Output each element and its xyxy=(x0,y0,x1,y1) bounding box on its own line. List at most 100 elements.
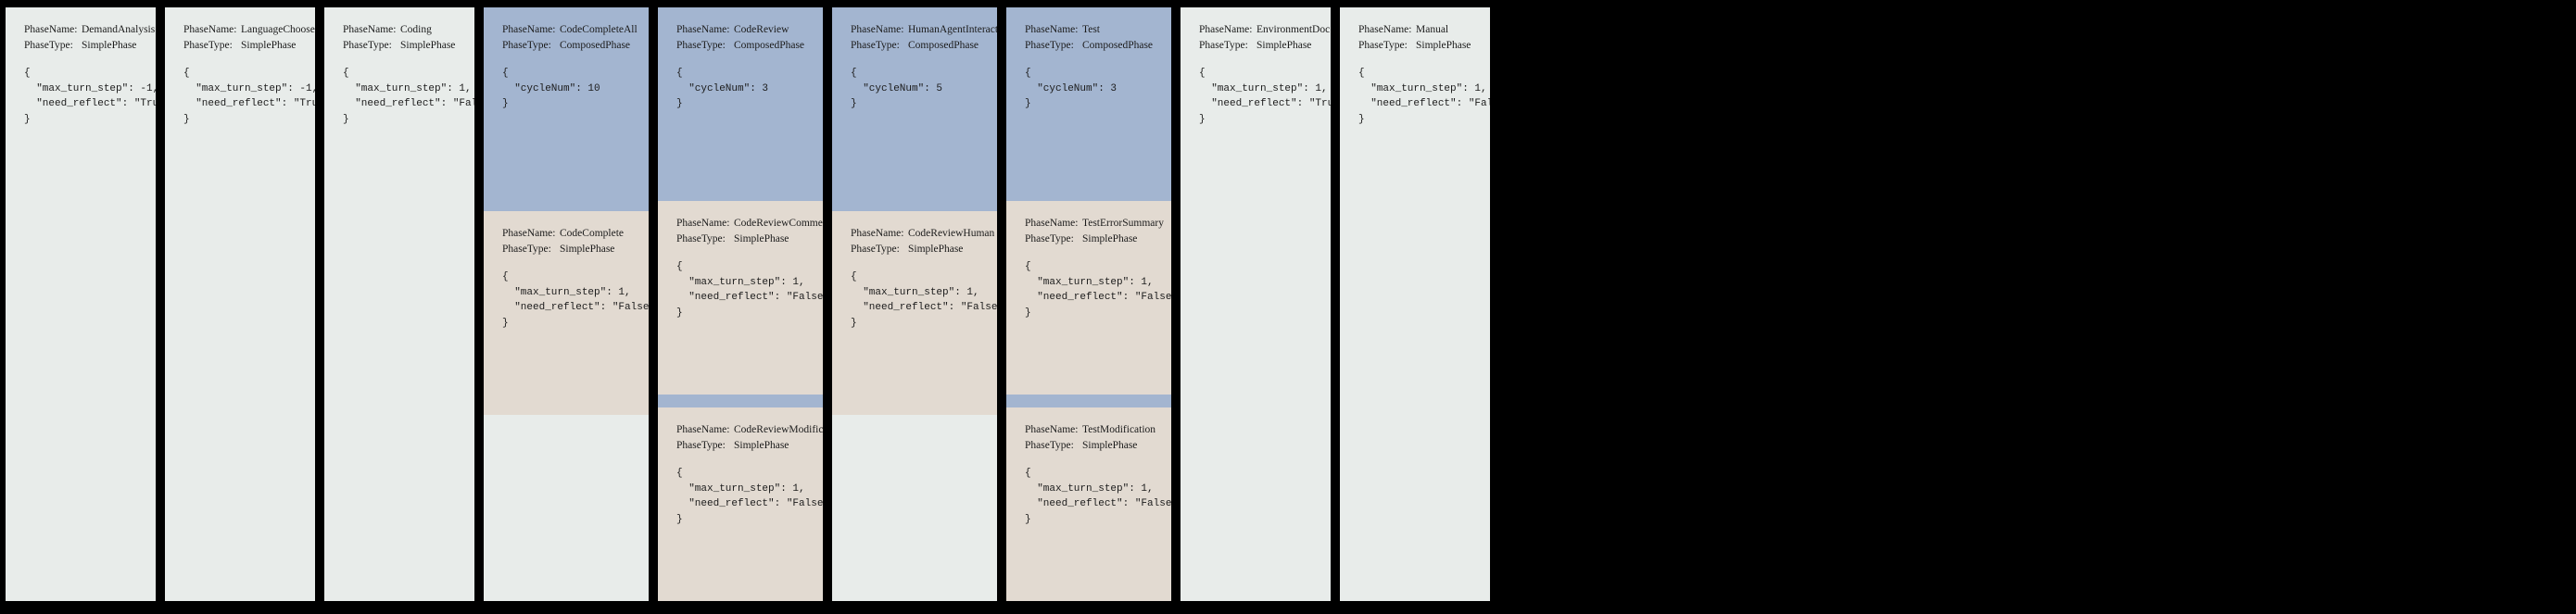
phase-type-value: SimplePhase xyxy=(734,233,789,244)
phase-name-value: Test xyxy=(1082,24,1100,35)
phase-type-label: PhaseType: xyxy=(502,40,551,51)
phase-name-label-row: PhaseName:TestModification xyxy=(1025,422,1158,438)
phase-name-label: PhaseName: xyxy=(851,228,904,239)
phase-name-value: CodeCompleteAll xyxy=(560,24,638,35)
phase-name-value: CodeReviewComment xyxy=(734,218,823,229)
phase-type-value: SimplePhase xyxy=(560,244,615,255)
phase-type-label-row: PhaseType: SimplePhase xyxy=(676,438,810,454)
phase-type-value: ComposedPhase xyxy=(1082,40,1154,51)
phase-type-label-row: PhaseType:SimplePhase xyxy=(1358,38,1477,54)
phase-config-json: { "max_turn_step": 1, "need_reflect": "F… xyxy=(1358,68,1490,125)
phase-type-value: ComposedPhase xyxy=(908,40,979,51)
phase-type-value: SimplePhase xyxy=(734,440,789,451)
phase-name-label-row: PhaseName: DemandAnalysis xyxy=(24,22,155,38)
phase-name-label: PhaseName: xyxy=(1358,24,1412,35)
phase-name-label: PhaseName: xyxy=(183,24,237,35)
phase-type-label-row: PhaseType:SimplePhase xyxy=(851,242,984,257)
phase-name-label-row: PhaseName:CodeReviewComment xyxy=(676,216,823,232)
phase-config-json: { "max_turn_step": 1, "need_reflect": "F… xyxy=(343,68,474,125)
phase-type-label-row: PhaseType:SimplePhase xyxy=(1025,232,1158,247)
phase-name-value: Coding xyxy=(400,24,432,35)
phase-config-json: { "max_turn_step": 1, "need_reflect": "F… xyxy=(1025,468,1171,525)
phase-name-label-row: PhaseName:LanguageChoose xyxy=(183,22,315,38)
phase-card-sub[interactable]: PhaseName:CodeReviewModificationPhaseTyp… xyxy=(658,407,823,601)
phase-type-label-row: PhaseType:SimplePhase xyxy=(343,38,461,54)
phase-type-value: SimplePhase xyxy=(1256,40,1312,51)
phase-config-json: { "cycleNum": 5 } xyxy=(851,68,943,109)
phase-type-label-row: PhaseType:SimplePhase xyxy=(24,38,143,54)
phase-type-label-row: PhaseType: ComposedPhase xyxy=(851,38,984,54)
phase-name-label: PhaseName: xyxy=(502,228,556,239)
phase-name-value: CodeReviewModification xyxy=(734,424,823,435)
phase-type-label: PhaseType: xyxy=(183,40,233,51)
composed-phase-divider xyxy=(1006,395,1171,407)
col-human-agent-interaction[interactable]: PhaseName:HumanAgentInteractionPhaseType… xyxy=(832,7,997,601)
phase-config-json: { "max_turn_step": -1, "need_reflect": "… xyxy=(24,68,156,125)
phase-name-label-row: PhaseName:Test xyxy=(1025,22,1158,38)
phase-name-label: PhaseName: xyxy=(24,24,78,35)
phase-name-value: CodeReview xyxy=(734,24,789,35)
phase-config-json: { "max_turn_step": 1, "need_reflect": "F… xyxy=(502,271,649,329)
phase-type-label: PhaseType: xyxy=(1025,440,1074,451)
phase-type-label: PhaseType: xyxy=(502,244,551,255)
phase-type-value: ComposedPhase xyxy=(734,40,805,51)
phase-type-label: PhaseType: xyxy=(851,40,900,51)
phase-name-label-row: PhaseName:CodeReviewModification xyxy=(676,422,823,438)
phase-type-label-row: PhaseType: SimplePhase xyxy=(676,232,810,247)
phase-name-label: PhaseName: xyxy=(343,24,397,35)
phase-config-json: { "max_turn_step": 1, "need_reflect": "F… xyxy=(676,468,823,525)
phase-name-value: Manual xyxy=(1416,24,1449,35)
phase-type-label: PhaseType: xyxy=(676,440,726,451)
phase-name-value: EnvironmentDoc xyxy=(1256,24,1331,35)
phase-type-value: SimplePhase xyxy=(1082,233,1138,244)
phase-config-json: { "max_turn_step": 1, "need_reflect": "F… xyxy=(851,271,997,329)
phase-card-composed[interactable]: PhaseName:HumanAgentInteractionPhaseType… xyxy=(832,7,997,211)
phase-name-label: PhaseName: xyxy=(502,24,556,35)
phase-name-value: TestModification xyxy=(1082,424,1156,435)
phase-type-value: SimplePhase xyxy=(400,40,456,51)
phase-config-json: { "max_turn_step": 1, "need_reflect": "T… xyxy=(1199,68,1331,125)
phase-type-label-row: PhaseType: SimplePhase xyxy=(502,242,636,257)
phase-name-value: DemandAnalysis xyxy=(82,24,156,35)
phase-type-label: PhaseType: xyxy=(676,40,726,51)
phase-name-label-row: PhaseName:HumanAgentInteraction xyxy=(851,22,997,38)
phase-config-json: { "max_turn_step": 1, "need_reflect": "F… xyxy=(1025,261,1171,319)
phase-name-label-row: PhaseName: Manual xyxy=(1358,22,1477,38)
phase-type-label-row: PhaseType:ComposedPhase xyxy=(502,38,636,54)
composed-phase-divider xyxy=(658,395,823,407)
phase-name-label-row: PhaseName:EnvironmentDoc xyxy=(1199,22,1330,38)
phase-name-value: TestErrorSummary xyxy=(1082,218,1164,229)
phase-name-label-row: PhaseName:CodeReview xyxy=(676,22,810,38)
phase-name-label: PhaseName: xyxy=(1025,218,1079,229)
phase-type-label: PhaseType: xyxy=(676,233,726,244)
phase-type-label: PhaseType: xyxy=(851,244,900,255)
phase-type-label: PhaseType: xyxy=(24,40,73,51)
phase-name-label-row: PhaseName:CodeReviewHuman xyxy=(851,226,994,242)
phase-name-label: PhaseName: xyxy=(1199,24,1253,35)
phase-name-value: CodeComplete xyxy=(560,228,624,239)
phase-config-json: { "cycleNum": 3 } xyxy=(676,68,769,109)
phase-config-json: { "max_turn_step": -1, "need_reflect": "… xyxy=(183,68,315,125)
